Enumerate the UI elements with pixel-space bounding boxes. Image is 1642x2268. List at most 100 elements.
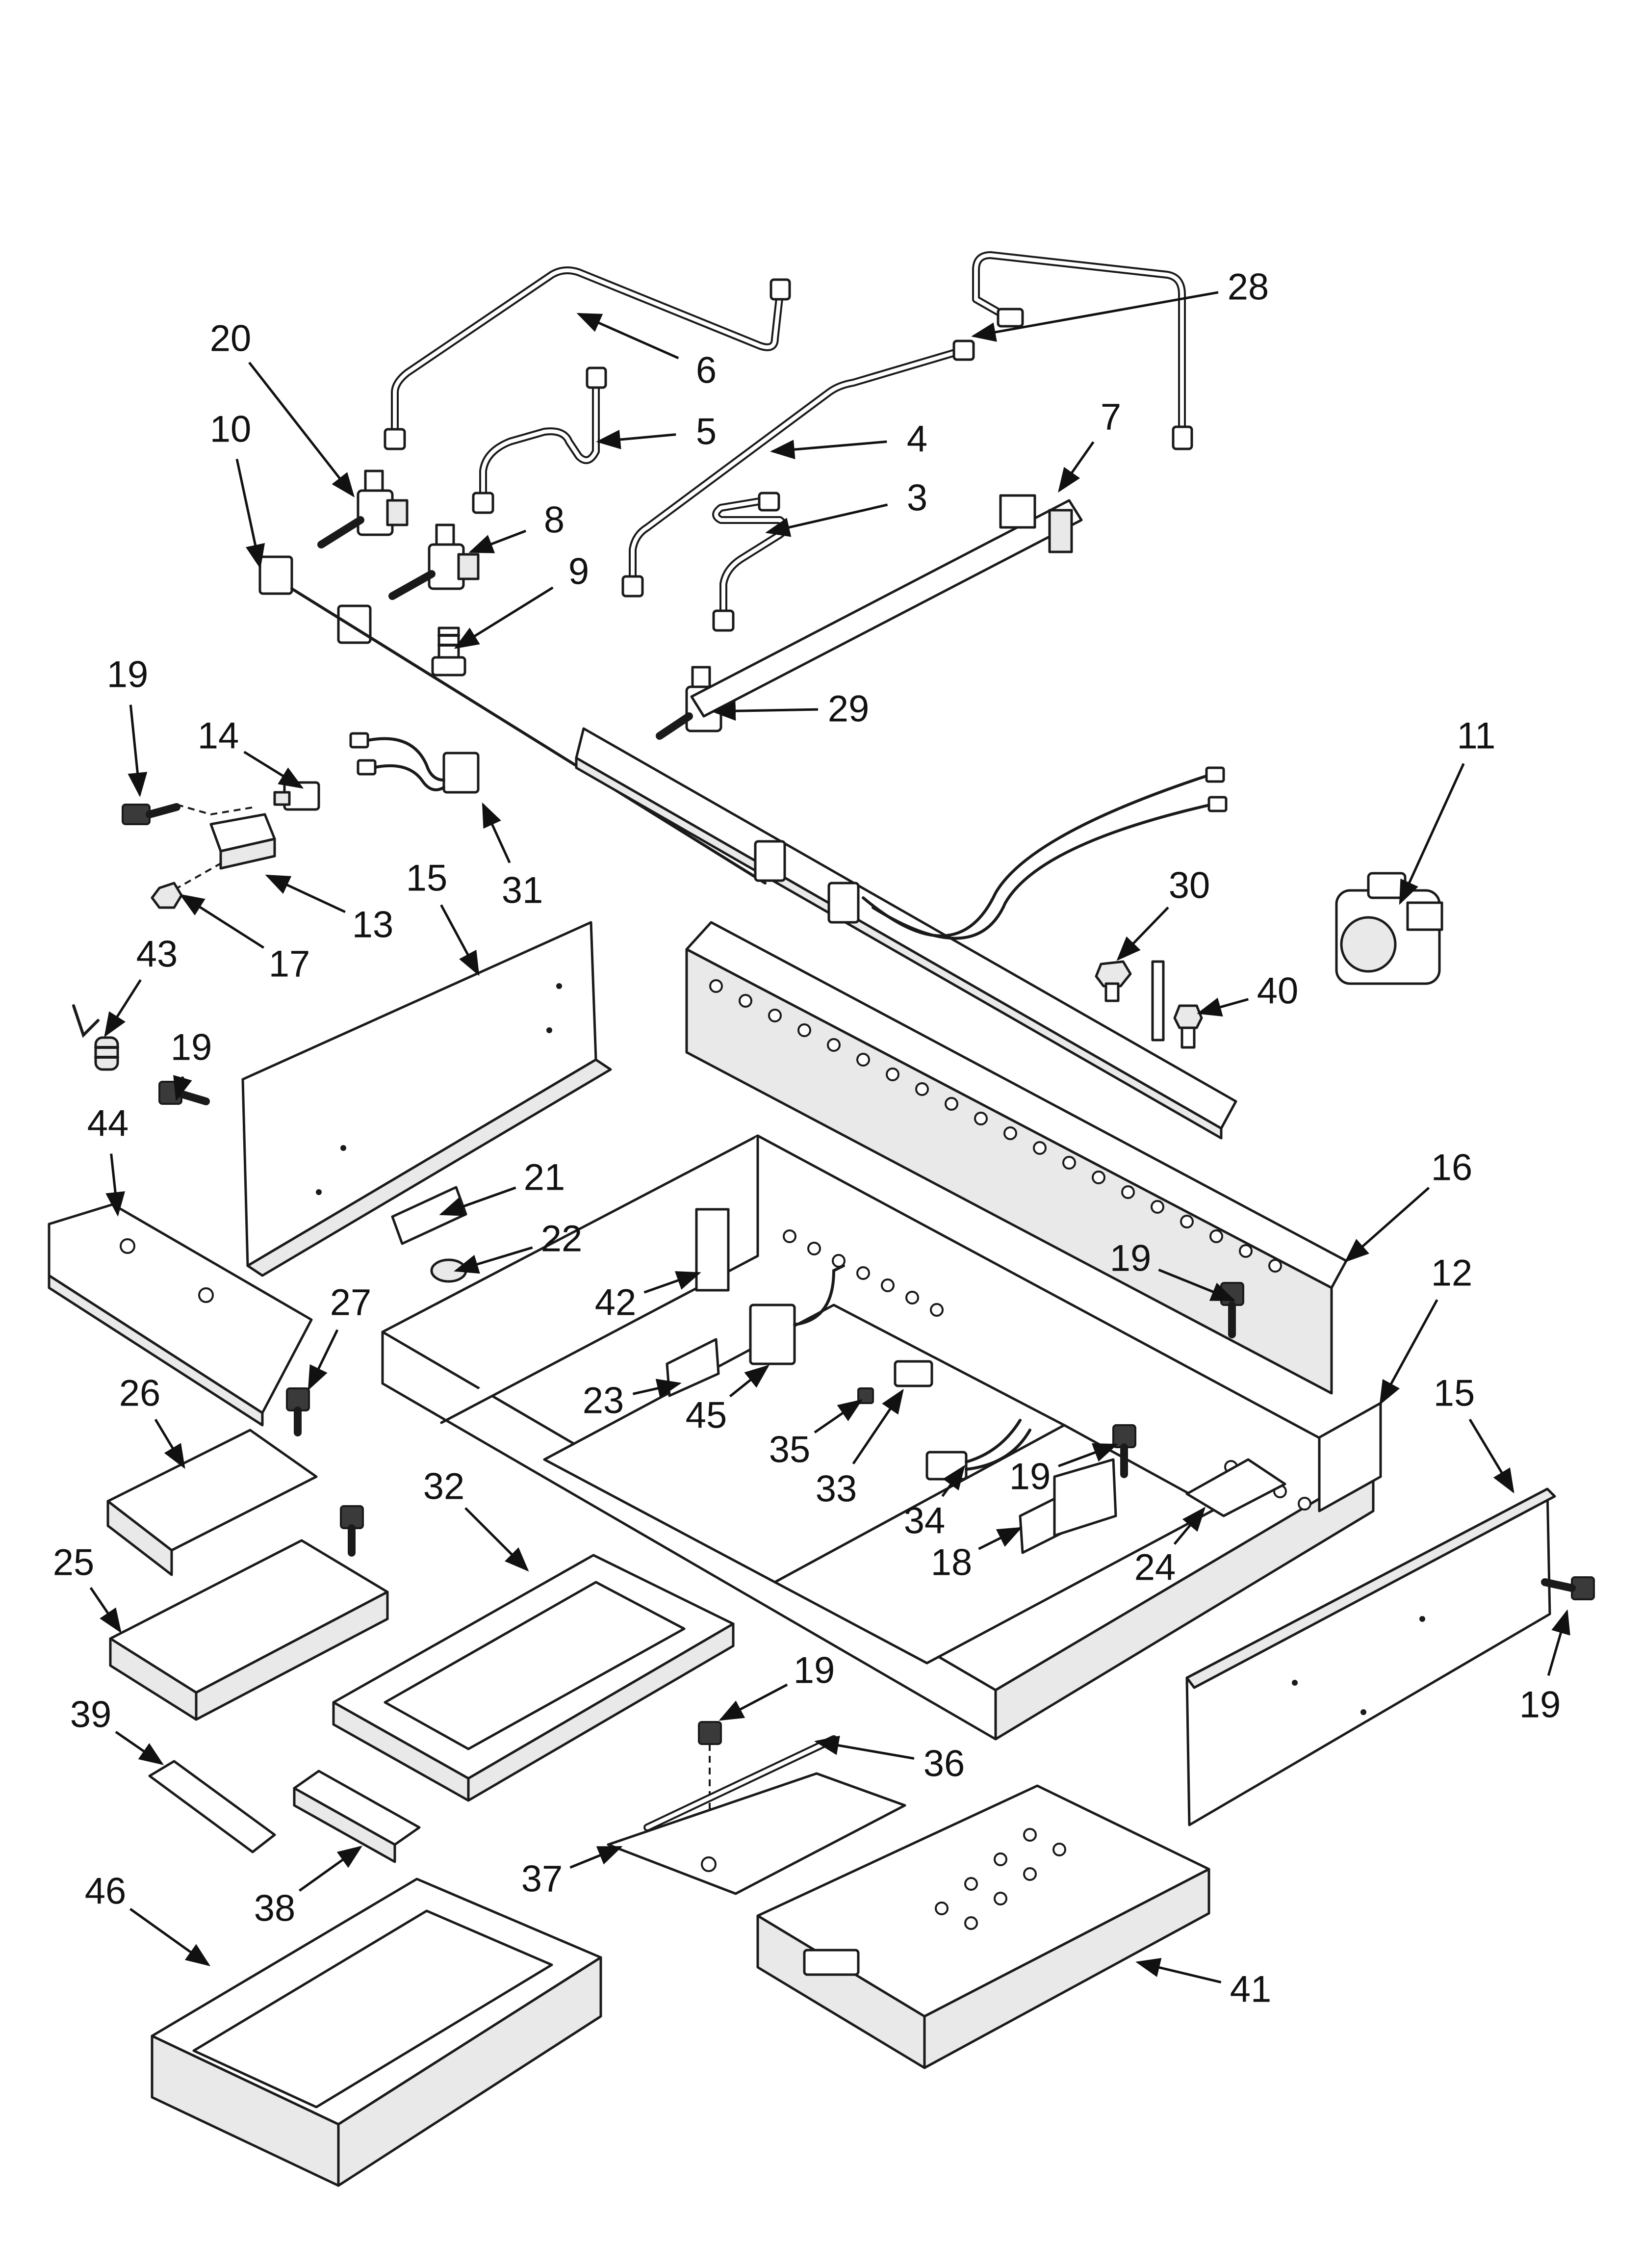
callout-label: 41 [1230, 1969, 1272, 2010]
callout-label: 37 [521, 1858, 563, 1900]
callout-leader-arrow [569, 1846, 623, 1869]
callout-label: 19 [794, 1650, 835, 1692]
part-45-thermostat [749, 1264, 845, 1365]
part-25-grease-basket [109, 1539, 389, 1721]
callout-16: 16 [1344, 1147, 1473, 1263]
callout-18: 18 [931, 1527, 1023, 1584]
callout-leader-arrow [632, 1379, 682, 1398]
part-36-rod [643, 1735, 838, 1831]
part-8-valve [388, 523, 480, 600]
callout-14: 14 [198, 715, 304, 789]
callout-29: 29 [711, 688, 870, 730]
callout-leader-arrow [173, 1075, 192, 1101]
callout-leader-arrow [104, 979, 142, 1038]
callout-leader-arrow [978, 1527, 1023, 1550]
callout-7: 7 [1058, 396, 1121, 493]
callout-19: 19 [171, 1027, 212, 1101]
callout-leader-arrow [814, 1735, 915, 1760]
part-41-drawer [756, 1784, 1210, 2069]
callout-leader-arrow [729, 1364, 770, 1398]
callout-leader-arrow [235, 459, 265, 569]
part-7-manifold [690, 494, 1083, 718]
callout-label: 19 [171, 1027, 212, 1069]
callout-37: 37 [521, 1846, 623, 1900]
callout-12: 12 [1379, 1252, 1472, 1406]
callout-label: 8 [544, 499, 564, 541]
part-3-tube [712, 492, 789, 632]
part-40-orifice [1173, 1004, 1203, 1049]
callout-label: 21 [524, 1157, 565, 1199]
callout-4: 4 [770, 418, 927, 460]
callout-label: 33 [816, 1468, 857, 1510]
part-9-orifice [431, 626, 466, 677]
callout-leader-arrow [468, 529, 526, 553]
callout-6: 6 [576, 313, 717, 391]
part-19-screw-a [122, 803, 180, 825]
callout-label: 11 [1457, 715, 1496, 757]
callout-24: 24 [1134, 1507, 1206, 1589]
callout-label: 35 [769, 1429, 811, 1471]
callout-label: 36 [924, 1743, 965, 1785]
part-11-regulator [1335, 872, 1443, 985]
callout-19: 19 [1110, 1238, 1236, 1302]
callout-label: 25 [53, 1542, 95, 1584]
callout-25: 25 [53, 1542, 122, 1634]
callout-28: 28 [971, 266, 1269, 342]
callout-label: 46 [85, 1871, 127, 1912]
callout-label: 19 [1519, 1684, 1561, 1726]
callout-label: 32 [423, 1466, 465, 1508]
callout-10: 10 [210, 409, 265, 569]
callout-leader-arrow [576, 313, 679, 360]
callout-label: 10 [210, 409, 252, 450]
callout-label: 14 [198, 715, 239, 757]
callout-26: 26 [119, 1373, 185, 1469]
part-14-spark-module [273, 781, 320, 811]
callout-label: 19 [1110, 1238, 1152, 1279]
callout-label: 20 [210, 318, 252, 360]
callout-23: 23 [583, 1379, 682, 1422]
callout-leader-arrow [643, 1271, 701, 1294]
callout-38: 38 [254, 1846, 363, 1929]
callout-label: 16 [1431, 1147, 1473, 1189]
callout-label: 30 [1169, 865, 1210, 907]
callout-40: 40 [1197, 970, 1299, 1017]
callout-leader-arrow [440, 904, 480, 976]
part-17-nut [151, 882, 183, 909]
part-33-switch [894, 1360, 933, 1387]
callout-label: 19 [107, 654, 149, 696]
part-5-tube [472, 366, 607, 514]
callout-3: 3 [765, 477, 927, 537]
callout-label: 18 [931, 1542, 973, 1584]
callout-label: 45 [686, 1395, 727, 1436]
callout-19: 19 [1519, 1609, 1570, 1726]
part-19-screw-d [1541, 1576, 1595, 1600]
callout-label: 3 [907, 477, 927, 519]
callout-34: 34 [904, 1464, 965, 1542]
callout-leader-arrow [1344, 1187, 1430, 1263]
callout-label: 15 [406, 858, 448, 899]
callout-33: 33 [816, 1388, 904, 1510]
callout-leader-arrow [454, 586, 554, 649]
callout-label: 39 [70, 1694, 112, 1736]
callout-19: 19 [107, 654, 149, 797]
part-12-burner-box [381, 1134, 1382, 1741]
callout-leader-arrow [439, 1186, 516, 1216]
callout-13: 13 [265, 874, 393, 946]
callout-leader-arrow [265, 874, 346, 913]
callout-leader-arrow [596, 430, 676, 449]
callout-leader-arrow [482, 802, 511, 863]
callout-leader-arrow [308, 1329, 339, 1391]
callout-46: 46 [85, 1871, 211, 1966]
part-6-tube [384, 266, 791, 450]
callout-label: 44 [87, 1103, 129, 1145]
part-24-plate [1185, 1458, 1286, 1517]
callout-label: 40 [1257, 970, 1299, 1012]
callout-label: 28 [1228, 266, 1269, 308]
callout-leader-arrow [1399, 763, 1465, 905]
callout-30: 30 [1116, 865, 1210, 961]
callout-label: 29 [828, 688, 870, 730]
callout-label: 34 [904, 1500, 946, 1542]
callout-label: 17 [269, 943, 310, 985]
